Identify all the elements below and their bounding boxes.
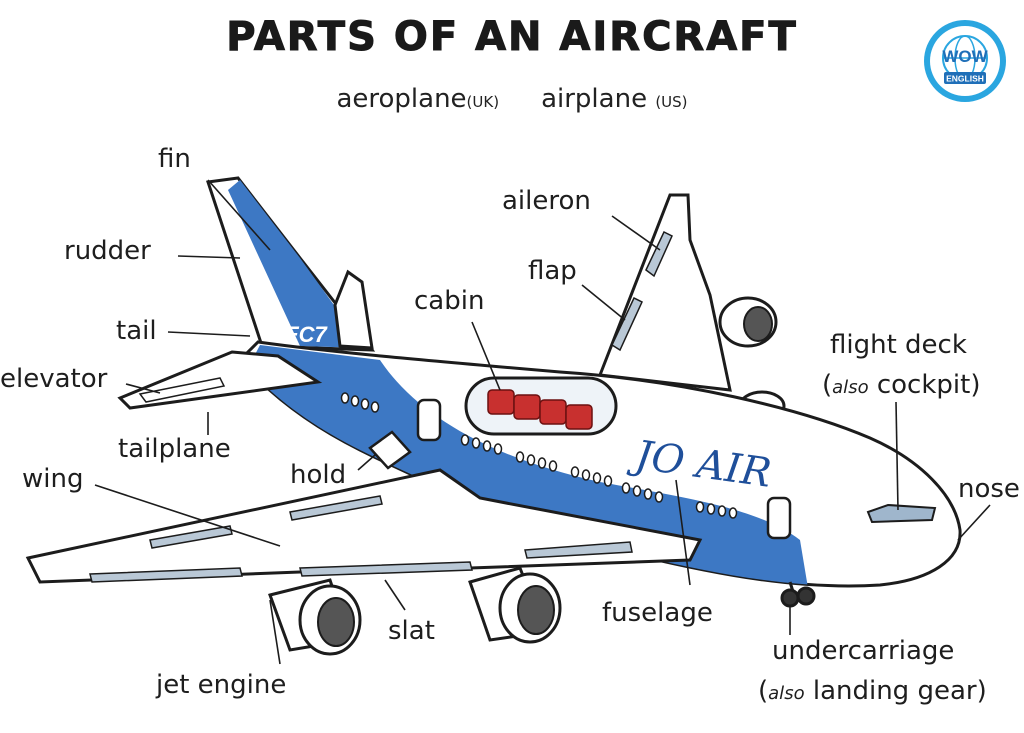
logo-wow-text: WOW (942, 47, 988, 66)
paren-open-2: ( (758, 676, 769, 706)
word-us: airplane (541, 84, 648, 114)
wow-english-logo: WOW ENGLISH (924, 20, 1006, 102)
label-landing-gear: (also landing gear) (758, 678, 987, 704)
label-fin: fin (158, 144, 191, 174)
tag-us: (US) (655, 93, 688, 111)
also-1: also (832, 377, 869, 398)
label-aileron: aileron (502, 186, 591, 216)
label-nose: nose (958, 474, 1020, 504)
label-rudder: rudder (64, 236, 151, 266)
small-fin (333, 269, 374, 350)
windows (340, 392, 738, 519)
jet-engine-right (468, 566, 562, 644)
label-undercarriage: undercarriage (772, 636, 955, 666)
cockpit-text: cockpit) (876, 370, 981, 400)
door-front (766, 496, 792, 540)
label-wing: wing (22, 464, 84, 494)
label-flap: flap (528, 256, 577, 286)
tag-uk: (UK) (466, 93, 500, 111)
page-title: PARTS OF AN AIRCRAFT (226, 14, 798, 61)
label-jet-engine: jet engine (156, 670, 287, 700)
fin-livery (228, 180, 365, 348)
far-wing (597, 193, 732, 392)
cabin-seats (487, 389, 593, 430)
hold-door (368, 430, 412, 470)
elevator-panel (138, 377, 226, 403)
landing-gear-text: landing gear) (812, 676, 987, 706)
label-tail: tail (116, 316, 157, 346)
word-uk: aeroplane (336, 84, 467, 114)
label-cabin: cabin (414, 286, 485, 316)
label-cockpit: (also cockpit) (822, 372, 980, 398)
slat-panel (299, 561, 473, 577)
label-tailplane: tailplane (118, 434, 231, 464)
logo-english-text: ENGLISH (946, 74, 984, 84)
label-slat: slat (388, 616, 435, 646)
door-rear (416, 398, 442, 442)
leader-lines (94, 179, 991, 665)
label-elevator: elevator (0, 364, 108, 394)
label-flight-deck: flight deck (830, 330, 967, 360)
also-2: also (768, 683, 805, 704)
paren-open-1: ( (822, 370, 833, 400)
label-hold: hold (290, 460, 347, 490)
jet-engine-left (268, 578, 362, 656)
label-fuselage: fuselage (602, 598, 713, 628)
aileron-panel (645, 230, 673, 278)
subtitle: aeroplane(UK) airplane (US) (0, 84, 1024, 114)
tail-code: EC7 (284, 322, 329, 347)
flap-panel (611, 296, 643, 352)
cockpit-windows (866, 503, 937, 524)
